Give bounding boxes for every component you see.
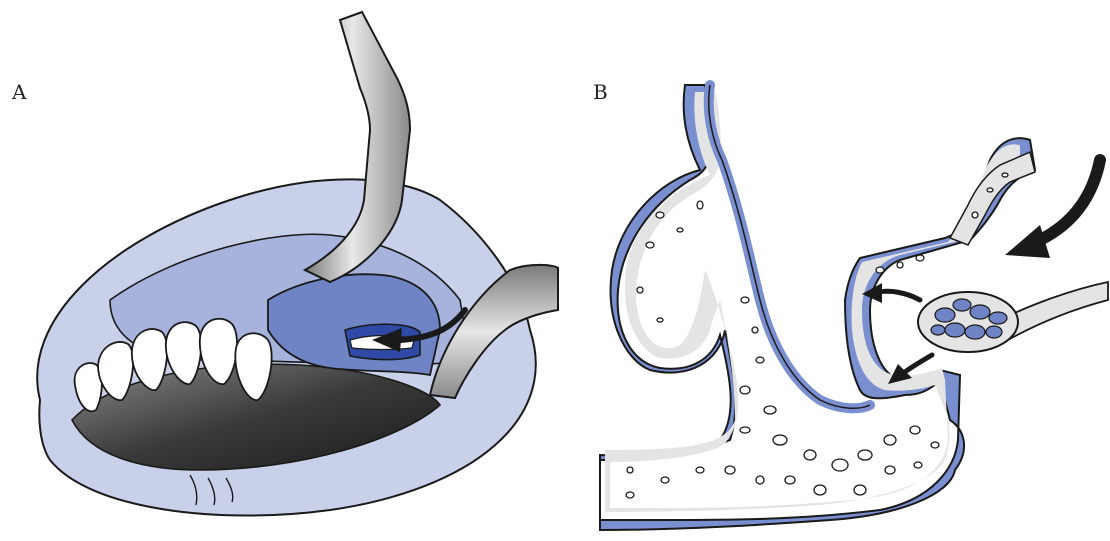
small-arrow-upper — [878, 291, 920, 300]
sinus-wall-inner — [709, 85, 870, 408]
large-arrow — [1040, 160, 1100, 240]
panel-b-illustration — [600, 85, 1108, 530]
large-arrow-head — [1005, 225, 1050, 258]
panel-a-illustration — [37, 12, 558, 516]
graft-spoon — [918, 282, 1108, 352]
small-arrow-lower — [902, 355, 932, 374]
